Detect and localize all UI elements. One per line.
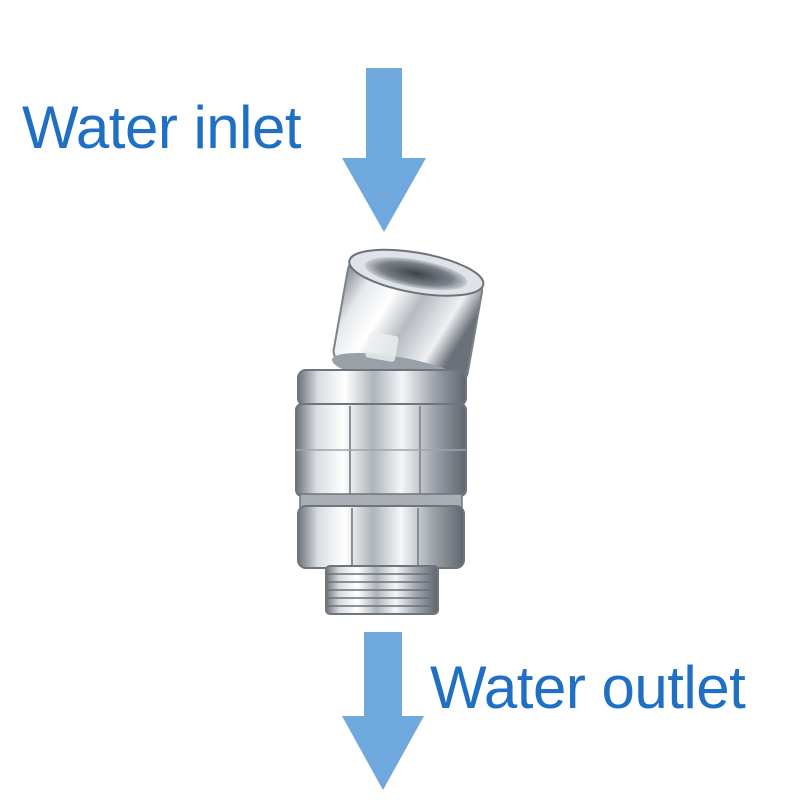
water-outlet-label: Water outlet [430, 654, 746, 721]
swivel-adapter-photo [295, 248, 485, 615]
inlet-arrow-icon [342, 68, 426, 232]
water-inlet-label: Water inlet [22, 94, 302, 161]
outlet-arrow-icon [342, 632, 424, 790]
